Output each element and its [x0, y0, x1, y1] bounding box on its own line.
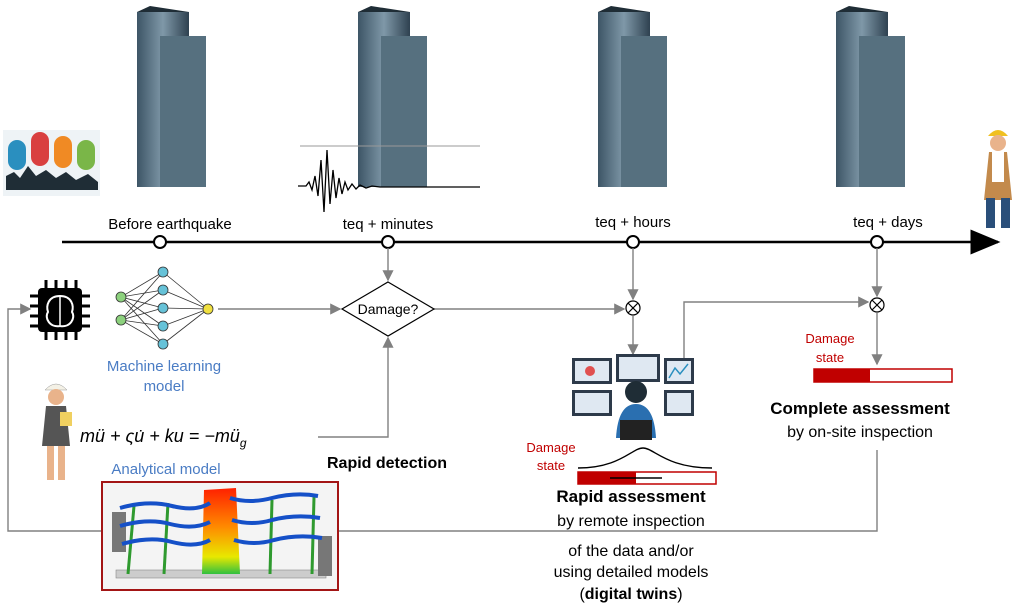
damage-distribution-curve: [577, 447, 713, 469]
analytical-model-label: Analytical model: [111, 461, 220, 478]
equation-of-motion: mü + ςu̇ + ku = −müg: [80, 426, 247, 450]
neural-network-icon: [115, 266, 214, 350]
milestone-before-label: Before earthquake: [108, 216, 231, 233]
milestone-minutes-label: teq + minutes: [343, 216, 433, 233]
rapid-damage-label-line1: Damage: [526, 440, 575, 455]
rapid-assessment-line4: (digital twins): [536, 584, 726, 605]
milestone-marker: [153, 235, 167, 249]
rapid-damage-label-line2: state: [537, 458, 565, 473]
combine-node-icon: [625, 300, 641, 316]
seismogram-icon: [298, 145, 480, 213]
combine-node-icon: [869, 297, 885, 313]
rapid-damage-bar-fill: [578, 472, 636, 484]
building-icon: [836, 6, 905, 187]
building-icon: [598, 6, 667, 187]
complete-assessment-title: Complete assessment: [770, 399, 950, 418]
engineer-icon: [984, 130, 1012, 228]
equation-main: mü + ςu̇ + ku = −mü: [80, 426, 240, 446]
damage-decision-label: Damage?: [358, 301, 419, 317]
rapid-assessment-line3: using detailed models: [553, 564, 709, 581]
city-hazards-icon: [3, 130, 100, 196]
milestone-marker: [870, 235, 884, 249]
milestone-hours-label: teq + hours: [595, 214, 670, 231]
complete-damage-bar-fill: [814, 369, 870, 382]
building-icon: [137, 6, 206, 187]
engineer-woman-icon: [42, 383, 72, 480]
rapid-assessment-digital-twins: digital twins: [584, 586, 678, 603]
rapid-assessment-line4-suffix: ): [677, 586, 683, 603]
milestone-marker: [626, 235, 640, 249]
milestone-days-label: teq + days: [853, 214, 923, 231]
complete-assessment-line1: by on-site inspection: [787, 424, 933, 441]
rapid-assessment-line1: by remote inspection: [557, 513, 705, 530]
chip-brain-icon: [30, 280, 90, 340]
damage-decision-diamond: [340, 281, 436, 337]
milestone-marker: [381, 235, 395, 249]
analytical-model-frame: [101, 481, 339, 591]
rapid-assessment-line4-prefix: (: [579, 586, 585, 603]
rapid-detection-label: Rapid detection: [327, 455, 447, 472]
monitoring-station-icon: [572, 354, 694, 440]
building-icon: [358, 6, 427, 187]
flow-arrows: [7, 248, 883, 532]
complete-damage-label-line2: state: [816, 350, 844, 365]
equation-subscript: g: [240, 436, 247, 450]
complete-damage-label-line1: Damage: [805, 331, 854, 346]
ml-model-label-line2: model: [144, 378, 185, 395]
rapid-assessment-title: Rapid assessment: [556, 487, 706, 506]
ml-model-label-line1: Machine learning: [107, 358, 221, 375]
rapid-assessment-line2: of the data and/or: [568, 543, 694, 560]
